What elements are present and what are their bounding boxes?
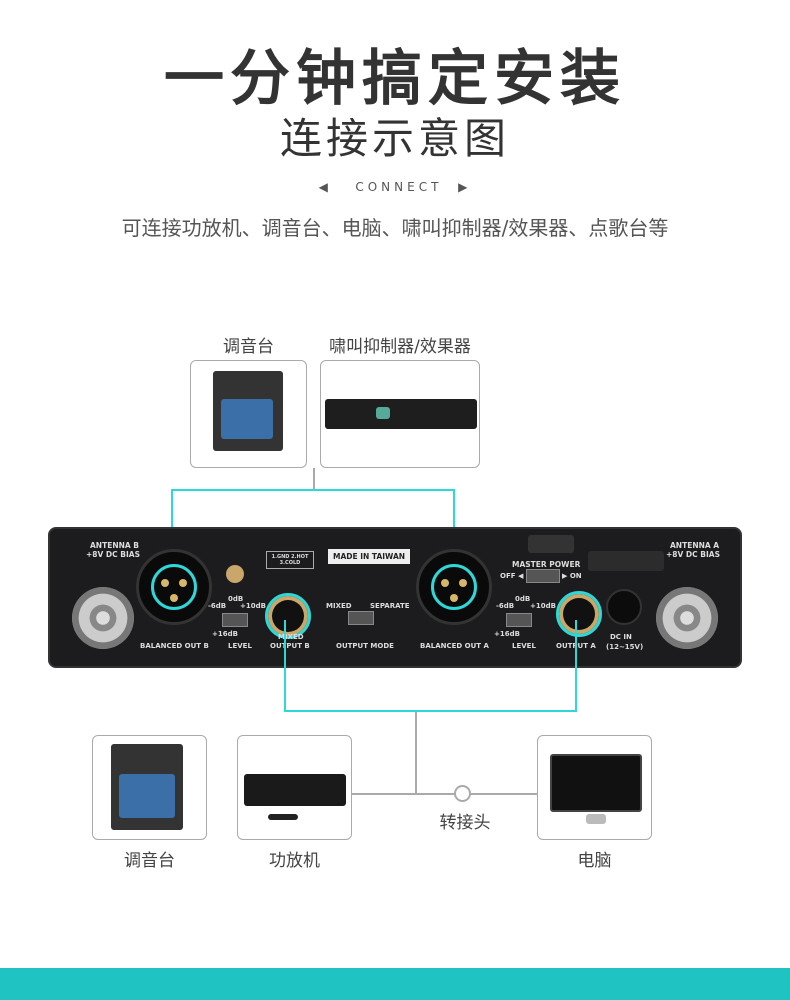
cable-clip — [588, 551, 664, 571]
level-a-switch[interactable] — [506, 613, 532, 627]
power-cover — [528, 535, 574, 553]
feedback-suppressor-label: 啸叫抑制器/效果器 — [329, 337, 471, 357]
dc-in-jack[interactable] — [606, 589, 642, 625]
pin-legend: 1.GND 2.HOT 3.COLD — [266, 551, 314, 569]
computer-label: 电脑 — [577, 851, 612, 871]
level-b-0db: 0dB — [228, 595, 244, 603]
footer-bar — [0, 968, 790, 1000]
power-off-label: OFF ◀ — [500, 572, 524, 580]
triangle-left-icon: ◀ — [318, 180, 332, 194]
mixer-bottom-image — [92, 735, 207, 840]
output-mode-switch[interactable] — [348, 611, 374, 625]
level-a-minus6: -6dB — [496, 602, 515, 610]
output-a-jack[interactable] — [556, 591, 602, 637]
mixer-top-label: 调音台 — [223, 337, 274, 357]
antenna-b-connector[interactable] — [72, 587, 134, 649]
antenna-a-label: ANTENNA A — [670, 541, 720, 550]
output-b-jack[interactable] — [265, 593, 311, 639]
level-a-0db: 0dB — [515, 595, 531, 603]
output-b-mixed-label: MIXED — [278, 633, 304, 641]
output-mode-mixed: MIXED — [326, 602, 352, 610]
level-b-plus10: +10dB — [240, 602, 266, 610]
dc-range-label: (12~15V) — [606, 643, 644, 651]
feedback-suppressor-image — [320, 360, 480, 468]
master-power-switch[interactable] — [526, 569, 560, 583]
mixer-bottom-label: 调音台 — [124, 851, 175, 871]
power-on-label: ▶ ON — [562, 572, 582, 580]
page-title: 一分钟搞定安装 — [164, 44, 626, 114]
dc-in-label: DC IN — [610, 633, 632, 641]
antenna-a-bias-label: +8V DC BIAS — [666, 550, 720, 559]
antenna-b-bias-label: +8V DC BIAS — [86, 550, 140, 559]
amplifier-label: 功放机 — [269, 851, 320, 871]
output-mode-label: OUTPUT MODE — [336, 642, 394, 650]
output-b-label: OUTPUT B — [270, 642, 310, 650]
level-b-minus6: -6dB — [208, 602, 227, 610]
balanced-out-b-label: BALANCED OUT B — [140, 642, 209, 650]
level-b-label: LEVEL — [228, 642, 252, 650]
master-power-label: MASTER POWER — [512, 560, 581, 569]
adapter-icon — [454, 785, 471, 802]
output-mode-separate: SEPARATE — [370, 602, 410, 610]
computer-image — [537, 735, 652, 840]
balanced-out-b-xlr[interactable] — [136, 549, 212, 625]
mixer-top-image — [190, 360, 307, 468]
adapter-label: 转接头 — [439, 813, 491, 833]
level-a-label: LEVEL — [512, 642, 536, 650]
level-a-plus10: +10dB — [530, 602, 556, 610]
level-b-switch[interactable] — [222, 613, 248, 627]
level-b-plus16: +16dB — [212, 630, 238, 638]
page-subtitle: 连接示意图 — [279, 114, 510, 163]
connect-label: CONNECT — [355, 180, 443, 194]
antenna-a-connector[interactable] — [656, 587, 718, 649]
made-in-taiwan-label: MADE IN TAIWAN — [328, 549, 411, 564]
ground-screw[interactable] — [226, 565, 244, 583]
description: 可连接功放机、调音台、电脑、啸叫抑制器/效果器、点歌台等 — [121, 216, 669, 240]
level-a-plus16: +16dB — [494, 630, 520, 638]
balanced-out-a-label: BALANCED OUT A — [420, 642, 489, 650]
balanced-out-a-xlr[interactable] — [416, 549, 492, 625]
triangle-right-icon: ▶ — [458, 180, 472, 194]
amplifier-image — [237, 735, 352, 840]
antenna-b-label: ANTENNA B — [90, 541, 140, 550]
connect-heading: ◀ CONNECT ▶ — [0, 180, 790, 194]
receiver-back-panel: ANTENNA B +8V DC BIAS BALANCED OUT B -6d… — [48, 527, 742, 668]
